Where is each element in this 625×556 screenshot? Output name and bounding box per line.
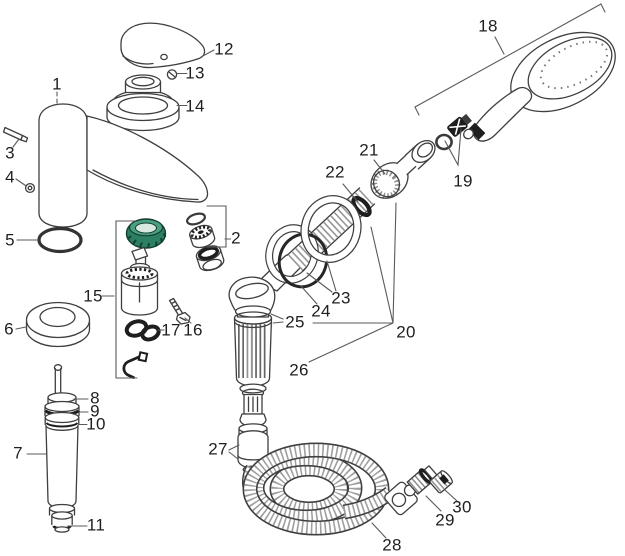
callout-24: 24: [311, 301, 331, 321]
grip-rings: [265, 195, 362, 289]
callout-18: 18: [478, 16, 498, 36]
pin: [2, 126, 29, 143]
callout-3: 3: [5, 143, 15, 163]
trim-ring: [25, 301, 91, 348]
cartridge-nut: [125, 218, 167, 249]
spray-o-ring: [435, 133, 453, 151]
o-ring-22: [351, 195, 372, 218]
callout-5: 5: [5, 230, 15, 250]
callout-2: 2: [231, 228, 241, 248]
coupling-nut: [429, 470, 453, 494]
callout-9: 9: [90, 401, 100, 421]
hose-end-connector: [384, 465, 438, 516]
callout-7: 7: [13, 443, 23, 463]
hand-spray: [463, 31, 616, 142]
filter-insert: [447, 113, 472, 137]
callout-20: 20: [396, 322, 416, 342]
callout-27: 27: [208, 439, 228, 459]
callout-13: 13: [185, 63, 205, 83]
callout-11: 11: [86, 515, 106, 535]
spout-body: [38, 103, 209, 228]
callout-leader-lines: [12, 3, 606, 539]
callout-1: 1: [52, 74, 62, 94]
callout-4: 4: [5, 167, 15, 187]
callout-17: 17: [161, 320, 181, 340]
callout-8: 8: [90, 388, 100, 408]
callout-23: 23: [331, 288, 351, 308]
callout-30: 30: [452, 497, 472, 517]
escutcheon: [106, 74, 180, 132]
callout-25: 25: [285, 312, 305, 332]
callout-10: 10: [86, 414, 106, 434]
callout-29: 29: [435, 510, 455, 530]
callout-16: 16: [183, 320, 203, 340]
group-bracket-18: [414, 3, 606, 116]
callout-21: 21: [359, 140, 379, 160]
set-screw: [24, 182, 36, 194]
hose-connector-upper: [239, 383, 267, 428]
o-ring-5: [37, 226, 83, 254]
callout-22: 22: [325, 162, 345, 182]
handle-lever: [120, 22, 206, 69]
handle-screw: [166, 69, 178, 80]
callout-28: 28: [382, 535, 402, 555]
callout-6: 6: [4, 319, 14, 339]
o-rings-17: [124, 319, 161, 342]
group-box-2: [206, 205, 227, 248]
pull-rod: [44, 364, 80, 533]
aerator-parts: [186, 212, 225, 272]
callout-26: 26: [289, 360, 309, 380]
pull-out-hose: [242, 442, 395, 536]
spray-outlet-barrel: [233, 305, 273, 387]
screw-16: [168, 297, 191, 325]
cartridge: [120, 246, 159, 316]
callout-15: 15: [83, 286, 103, 306]
callout-12: 12: [214, 39, 234, 59]
group-bracket-15: [115, 220, 138, 379]
callout-19: 19: [453, 171, 473, 191]
retainer-clip: [122, 351, 149, 379]
o-ring-24: [277, 232, 329, 289]
callout-14: 14: [185, 96, 205, 116]
